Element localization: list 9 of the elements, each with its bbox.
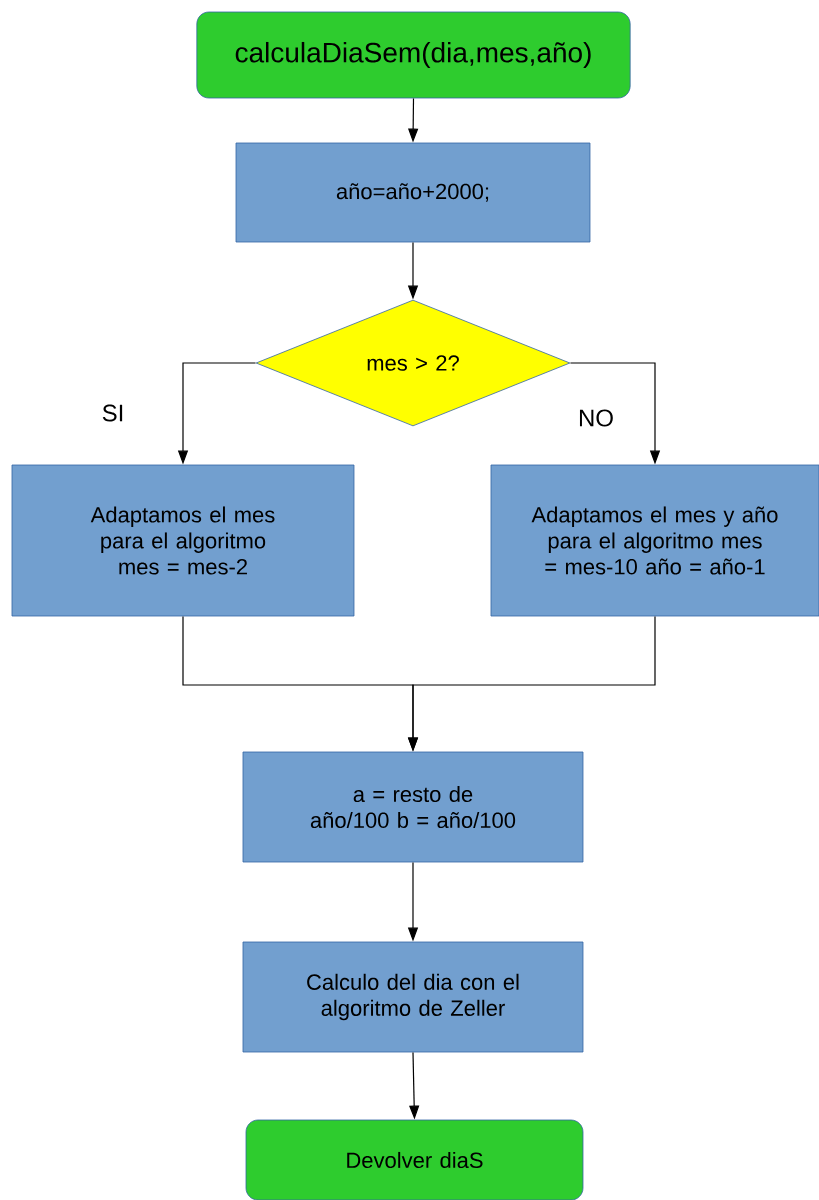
process-box: a = resto de año/100 b = año/100 <box>242 751 584 863</box>
edge-label: SI <box>102 404 123 422</box>
process-box: Adaptamos el mes para el algoritmo mes = mes-2 <box>11 464 355 617</box>
edge-label: NO <box>579 409 613 427</box>
terminal-box: calculaDiaSem(dia,mes,año) <box>196 11 631 99</box>
process-box: año=año+2000; <box>235 142 591 243</box>
process-box: Calculo del dia con el algoritmo de Zeller <box>242 941 584 1053</box>
process-box: Adaptamos el mes y año para el algoritmo mes = mes-10 año = año-1 <box>490 464 819 617</box>
terminal-box: Devolver diaS <box>245 1119 584 1200</box>
